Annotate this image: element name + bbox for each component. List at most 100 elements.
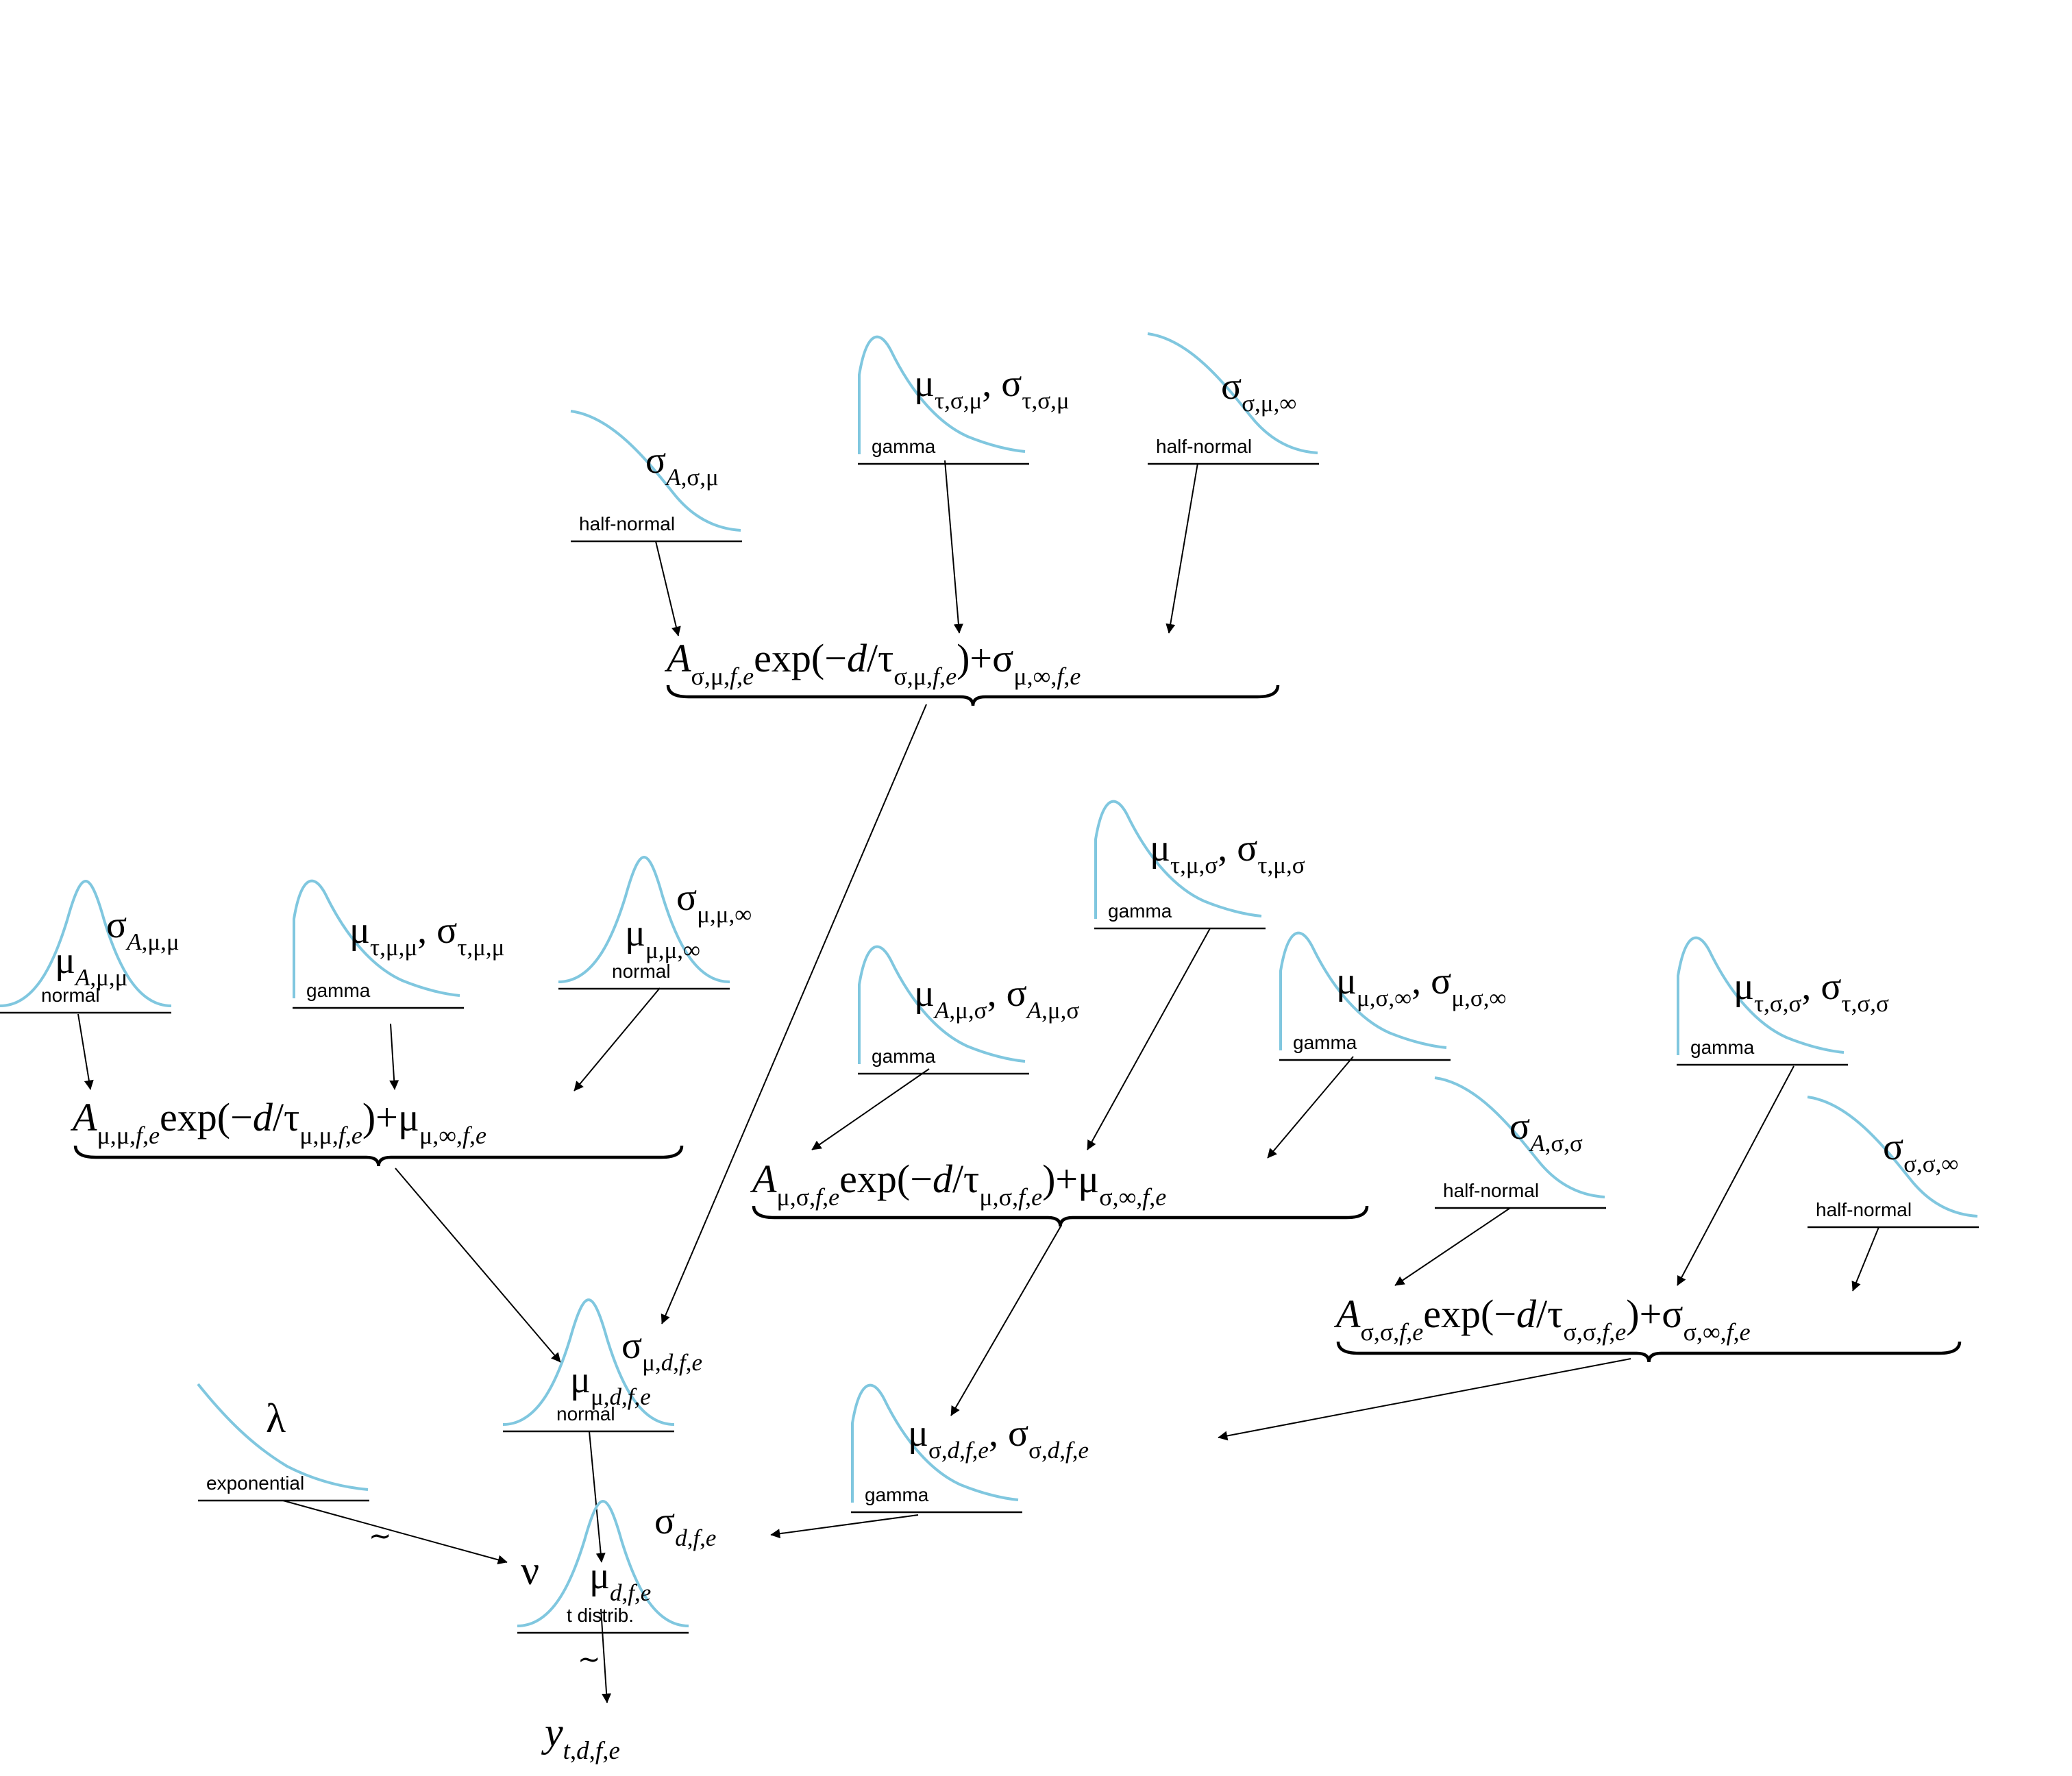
labels: σA,σ,μ μτ,σ,μ, στ,σ,μ σσ,μ,∞ σA,μ,μμA,μ,μ μτ… [55,362,1962,1765]
underbrace [666,684,1280,706]
dependency-arrow [655,541,681,637]
formula-label: Aσ,μ,f,eexp(−d/τσ,μ,f,e)+σμ,∞,f,e [664,636,1081,690]
density-curve-icon [570,410,741,532]
distribution-node: gamma [293,879,464,1009]
parameter-label: μA,μ,σ, σA,μ,σ [914,972,1079,1024]
nodes: half-normal gamma half-normal normal gamma no… [0,332,1979,1634]
parameter-label: ν [521,1548,539,1593]
distribution-label: gamma [1108,900,1172,922]
tilde-relation: ~ [578,1644,601,1675]
density-curve-icon [558,855,730,983]
parameter-label: μd,f,e [589,1555,651,1606]
distribution-label: gamma [872,1046,936,1067]
distribution-node: gamma [1279,931,1451,1061]
distribution-node: gamma [1094,800,1266,930]
dependency-arrow [600,1608,612,1703]
distribution-label: exponential [206,1472,304,1494]
underbrace [1336,1341,1962,1363]
parameter-label: μσ,d,f,e, σσ,d,f,e [908,1412,1089,1464]
parameter-label: λ [266,1396,286,1441]
distribution-node: normal [558,855,730,990]
distribution-node: exponential [197,1383,369,1502]
distribution-node: half-normal [570,410,742,543]
dependency-arrow [77,1013,94,1090]
formula-label: Aμ,σ,f,eexp(−d/τμ,σ,f,e)+μσ,∞,f,e [750,1157,1166,1211]
underbrace [752,1205,1369,1227]
parameter-label: μμ,μ,∞ [625,912,700,963]
dependency-arrow [1218,1358,1631,1441]
dependency-arrow [1394,1207,1511,1286]
edges [77,460,1879,1703]
parameter-label: σA,σ,μ [645,439,719,491]
distribution-node: gamma [858,335,1029,465]
parameter-label: μτ,σ,σ, στ,σ,σ [1734,965,1889,1017]
dependency-arrow [395,1168,561,1363]
distribution-label: gamma [872,436,936,457]
density-curve-icon [1434,1076,1605,1198]
distribution-node: gamma [851,1383,1022,1514]
distribution-label: normal [556,1403,615,1424]
density-curve-icon [1677,936,1845,1055]
density-curve-icon [858,335,1026,454]
distribution-label: half-normal [1156,436,1252,457]
distribution-node: normal [502,1298,675,1433]
dependency-arrow [1851,1226,1879,1292]
distribution-node: normal [0,879,172,1014]
density-curve-icon [851,1383,1019,1503]
parameter-label: σμ,μ,∞ [676,876,752,928]
density-curve-icon [197,1383,369,1491]
dependency-arrow [811,1068,930,1150]
distribution-label: normal [612,961,671,982]
dependency-arrow [1677,1065,1795,1286]
dependency-arrow [944,460,963,634]
underbrace [73,1145,684,1167]
dependency-arrow [1267,1056,1354,1159]
density-curve-icon [502,1298,675,1426]
parameter-label: σd,f,e [654,1500,716,1551]
parameter-label: μA,μ,μ [55,939,127,991]
distribution-node: gamma [1677,936,1848,1066]
distribution-node: half-normal [1434,1076,1606,1209]
distribution-label: normal [41,985,100,1006]
distribution-label: gamma [1293,1032,1357,1053]
parameter-label: μτ,μ,μ, στ,μ,μ [349,909,504,961]
dependency-arrow [1087,928,1211,1150]
dependency-arrow [389,1023,399,1090]
parameter-label: yt,d,f,e [541,1710,620,1765]
dependency-arrow [661,704,927,1324]
distribution-node: gamma [858,945,1029,1075]
parameter-label: σA,σ,σ [1509,1105,1583,1157]
parameter-label: μμ,d,f,e [570,1359,651,1410]
dependency-arrow [589,1431,606,1563]
tilde-relation: ~ [369,1520,392,1552]
distribution-label: half-normal [1816,1199,1912,1220]
density-curve-icon [1279,931,1447,1050]
dependency-arrow [1166,463,1198,634]
distribution-node: half-normal [1147,332,1319,465]
density-curve-icon [1147,332,1318,454]
density-curve-icon [1094,800,1262,919]
parameter-label: σμ,d,f,e [621,1324,702,1376]
distribution-label: half-normal [579,513,675,534]
dependency-arrow [282,1500,508,1565]
distribution-label: half-normal [1443,1180,1539,1201]
distribution-label: gamma [306,980,371,1001]
parameter-label: σσ,σ,∞ [1883,1126,1958,1177]
density-curve-icon [858,945,1026,1064]
parameter-label: σσ,μ,∞ [1221,365,1296,417]
distribution-node: t distrib. [517,1499,689,1634]
parameter-label: σA,μ,μ [106,904,180,955]
density-curve-icon [517,1499,689,1627]
density-curve-icon [1807,1096,1978,1218]
distribution-label: t distrib. [567,1605,634,1626]
parameter-label: μμ,σ,∞, σμ,σ,∞ [1336,960,1506,1011]
formula-label: Aμ,μ,f,eexp(−d/τμ,μ,f,e)+μμ,∞,f,e [70,1095,486,1149]
formula-label: Aσ,σ,f,eexp(−d/τσ,σ,f,e)+σσ,∞,f,e [1333,1292,1751,1346]
distribution-node: half-normal [1807,1096,1979,1229]
distribution-label: gamma [1690,1037,1755,1058]
density-curve-icon [293,879,460,998]
dependency-arrow [574,987,661,1092]
parameter-label: μτ,σ,μ, στ,σ,μ [914,362,1070,414]
distribution-label: gamma [865,1484,929,1505]
